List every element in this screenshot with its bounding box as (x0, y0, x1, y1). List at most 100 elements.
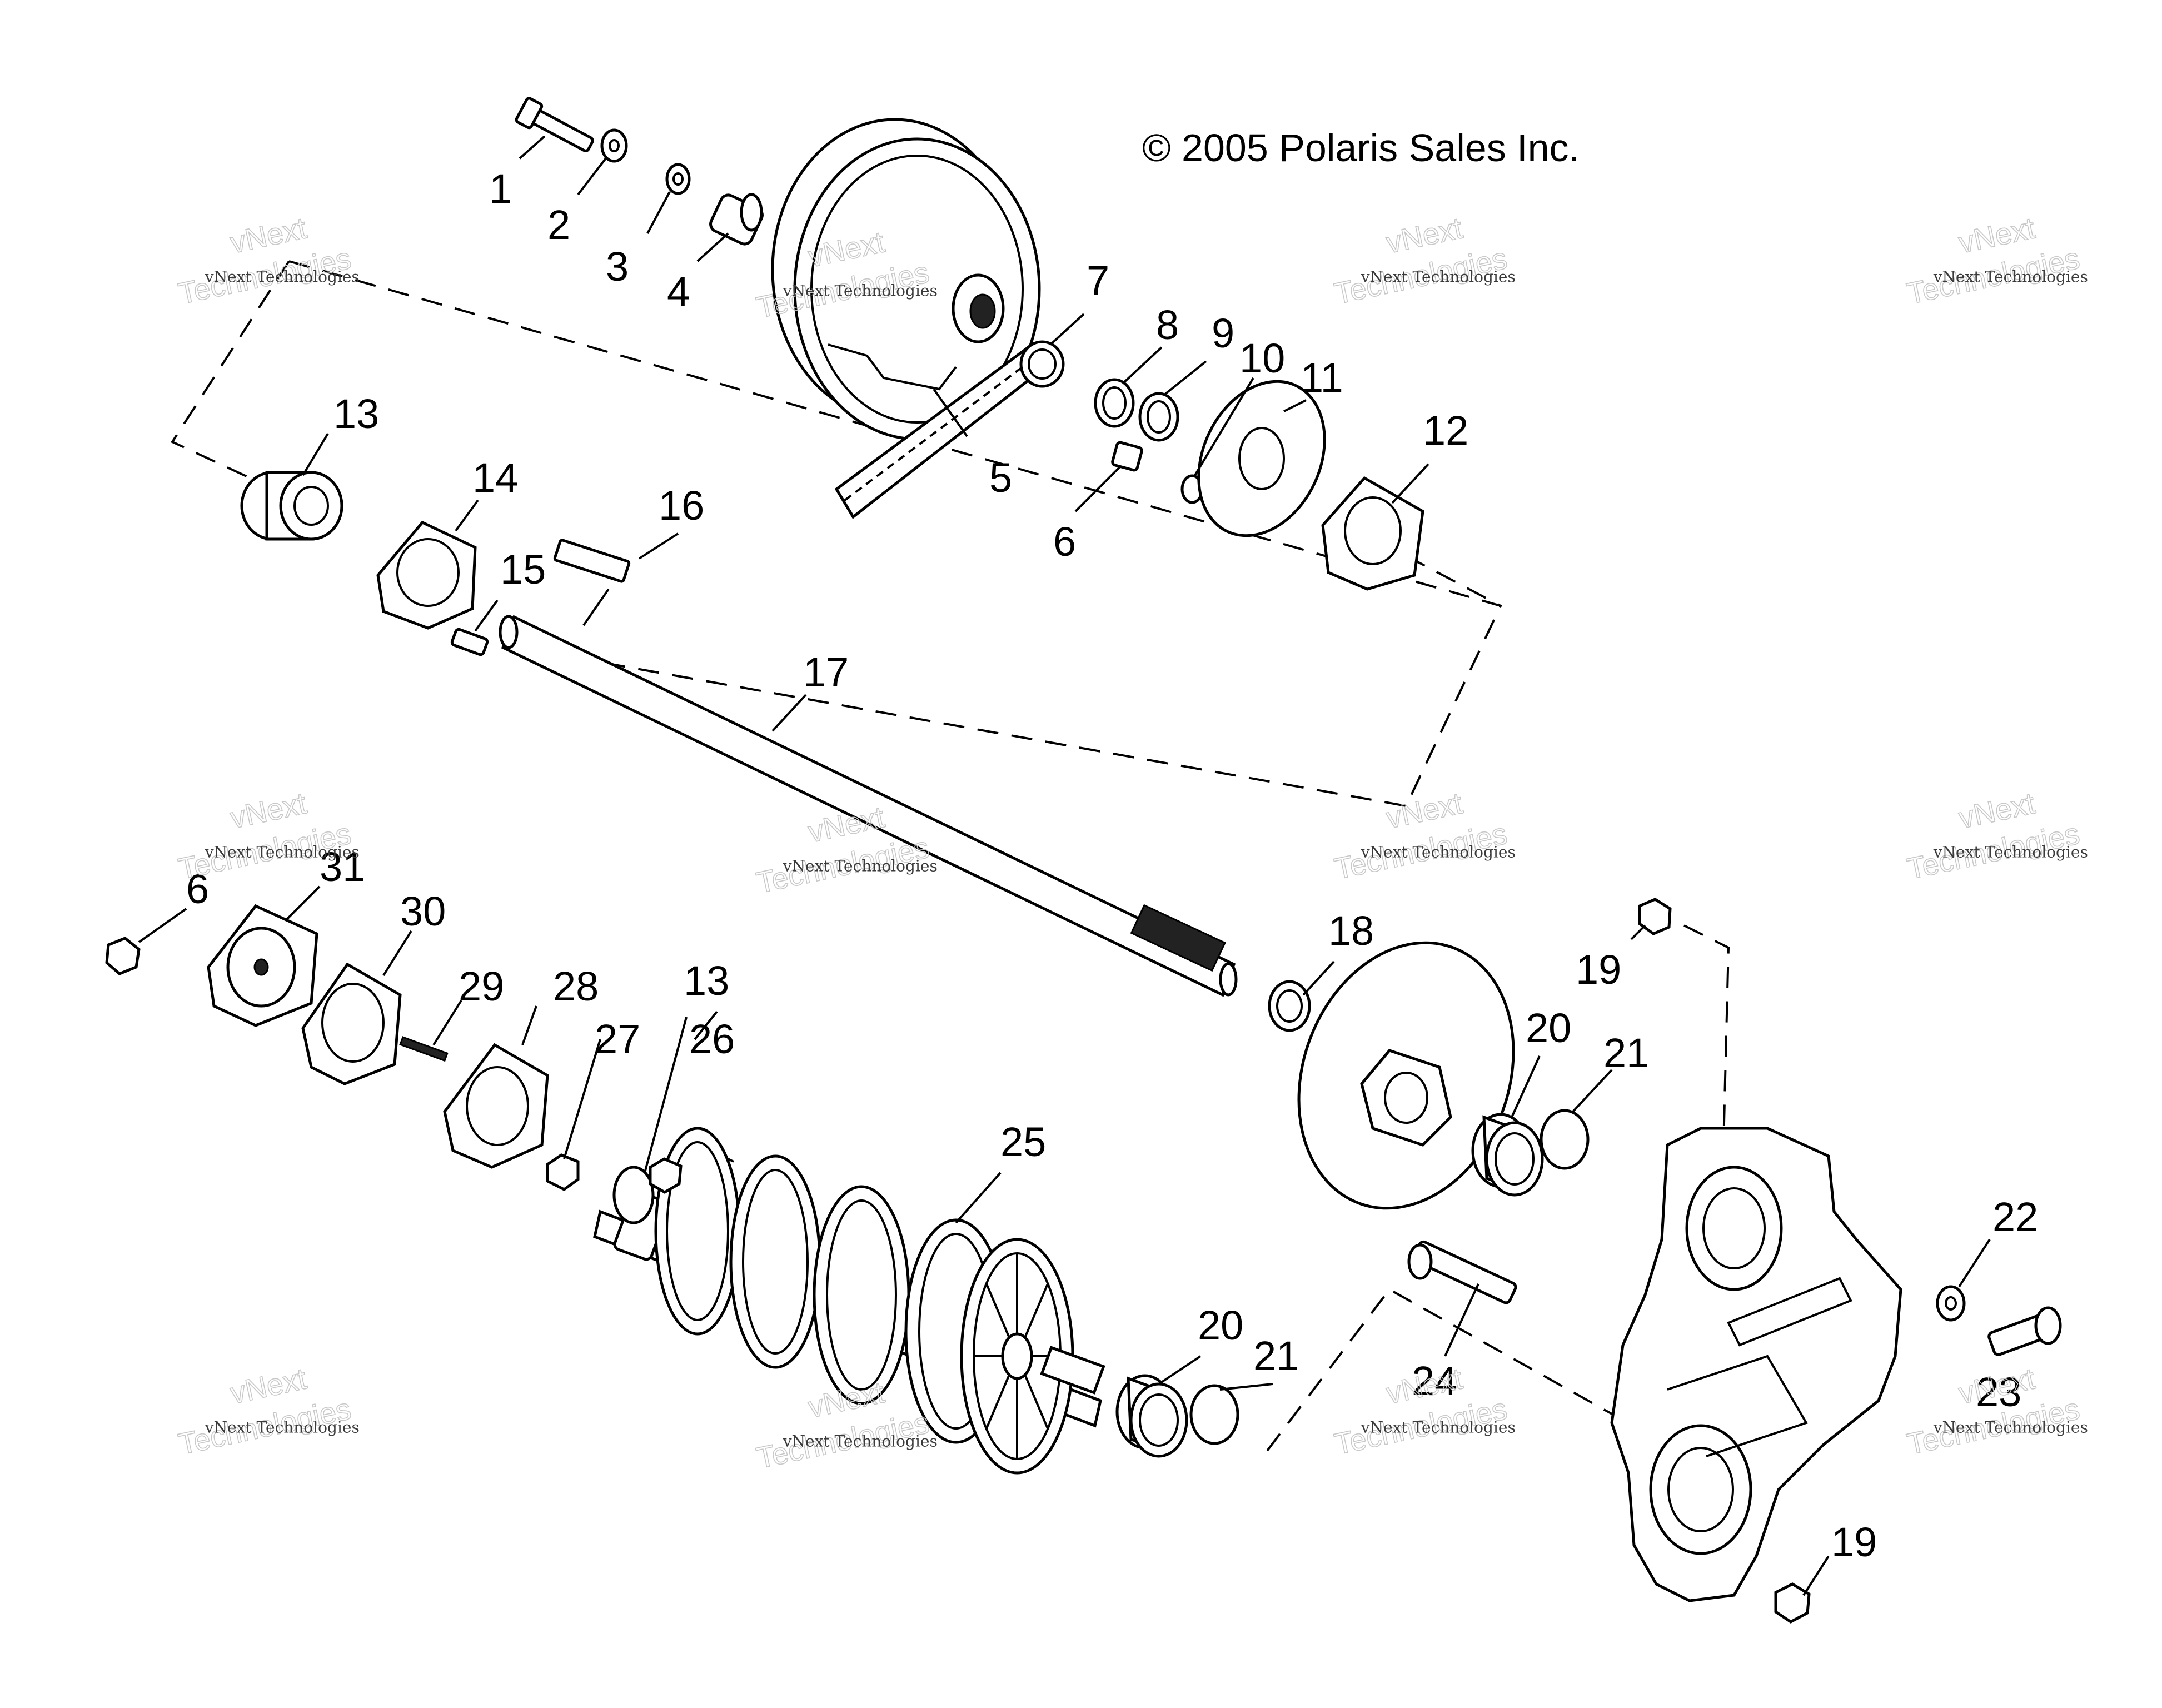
seal-ring-part-7[interactable] (1019, 340, 1065, 388)
drive-shaft-sprockets-part-25[interactable] (593, 1127, 1105, 1475)
bolt-part-15[interactable] (450, 628, 489, 656)
cap-part-21-lower[interactable] (1189, 1384, 1239, 1445)
callout-21-lower: 21 (1253, 1333, 1299, 1379)
callout-11: 11 (1301, 355, 1343, 401)
svg-text:vNext Technologies: vNext Technologies (783, 1432, 938, 1451)
callout-21-upper: 21 (1603, 1030, 1649, 1076)
callout-10: 10 (1239, 335, 1285, 381)
svg-text:vNext Technologies: vNext Technologies (205, 843, 360, 862)
washer-part-3[interactable] (665, 163, 691, 195)
pin-part-29[interactable] (399, 1036, 449, 1062)
callout-8: 8 (1156, 302, 1179, 348)
callout-16: 16 (659, 482, 704, 529)
callout-26: 26 (689, 1016, 735, 1062)
nut-part-19-lower[interactable] (1774, 1582, 1811, 1624)
bearing-flange-part-28[interactable] (443, 1043, 549, 1169)
nut-part-19-upper[interactable] (1638, 898, 1672, 935)
svg-text:vNext Technologies: vNext Technologies (1933, 843, 2088, 862)
callout-27: 27 (595, 1016, 640, 1062)
watermark-bottom-far-right: vNext Technologies vNext Technologies (1904, 1361, 2088, 1461)
washer-part-22[interactable] (1936, 1285, 1966, 1322)
callout-29: 29 (459, 963, 504, 1009)
plate-part-11[interactable] (1175, 361, 1349, 556)
bolt-part-1[interactable] (515, 97, 596, 157)
svg-text:vNext Technologies: vNext Technologies (1933, 268, 2088, 286)
callout-7: 7 (1087, 257, 1109, 303)
callout-18: 18 (1328, 908, 1374, 954)
svg-text:vNext Technologies: vNext Technologies (1361, 843, 1516, 862)
ring-part-8-inner (1102, 386, 1127, 420)
callout-3: 3 (606, 243, 629, 290)
callout-13-upper: 13 (333, 391, 379, 437)
watermark-bottom-left: vNext Technologies vNext Technologies (175, 1361, 360, 1461)
watermark-top-far-right: vNext Technologies vNext Technologies (1904, 211, 2088, 311)
washer-part-22-hole (1945, 1296, 1957, 1311)
svg-text:vNext Technologies: vNext Technologies (205, 268, 360, 286)
callout-20-upper: 20 (1526, 1005, 1571, 1051)
callout-30: 30 (400, 888, 446, 934)
watermark-bottom-right: vNext Technologies vNext Technologies (1331, 1361, 1516, 1461)
washer-part-3-hole (672, 172, 684, 186)
callout-19-lower: 19 (1831, 1519, 1877, 1565)
bolt-part-23[interactable] (1987, 1306, 2062, 1356)
callout-14: 14 (472, 455, 518, 501)
watermark-top-right: vNext Technologies vNext Technologies (1331, 211, 1516, 311)
brake-disc-part-18[interactable] (1263, 913, 1549, 1239)
shaft-part-17[interactable] (499, 615, 1238, 997)
callout-22: 22 (1992, 1194, 2038, 1240)
bearing-part-20-lower[interactable] (1115, 1374, 1188, 1458)
bearing-part-13-upper[interactable] (240, 471, 343, 541)
watermark-top-left: vNext Technologies vNext Technologies (175, 211, 360, 311)
leader-lines (138, 135, 1991, 1596)
callout-19-upper: 19 (1576, 947, 1621, 993)
nut-part-6-upper[interactable] (1111, 441, 1143, 472)
chaincase-housing[interactable] (1610, 1127, 1902, 1602)
ring-part-18[interactable] (1268, 980, 1311, 1032)
cap-part-21-upper[interactable] (1540, 1109, 1590, 1170)
callout-6-lower: 6 (186, 866, 209, 912)
callout-numbers: 1 2 3 4 5 6 7 8 9 10 11 12 13 14 15 16 1… (186, 166, 2038, 1565)
callout-2: 2 (547, 202, 570, 248)
svg-text:vNext Technologies: vNext Technologies (1361, 1418, 1516, 1437)
bearing-part-20-upper[interactable] (1471, 1113, 1544, 1197)
nut-part-6-lower[interactable] (105, 937, 141, 975)
callout-4: 4 (667, 268, 690, 315)
bolt-part-24[interactable] (1407, 1240, 1517, 1304)
callout-15: 15 (500, 546, 546, 592)
key-part-16[interactable] (553, 539, 631, 583)
drive-sprocket-part-5[interactable] (771, 118, 1041, 441)
callout-17: 17 (803, 649, 849, 695)
callout-25: 25 (1000, 1119, 1046, 1165)
callout-13-lower: 13 (684, 958, 729, 1004)
svg-text:vNext Technologies: vNext Technologies (1933, 1418, 2088, 1437)
bearing-flange-part-14[interactable] (376, 520, 477, 630)
callout-20-lower: 20 (1198, 1302, 1243, 1348)
callout-24: 24 (1412, 1358, 1457, 1404)
callout-12: 12 (1423, 407, 1468, 454)
svg-text:vNext Technologies: vNext Technologies (1361, 268, 1516, 286)
callout-9: 9 (1212, 310, 1234, 356)
ring-part-9-inner (1147, 400, 1171, 434)
nut-part-26[interactable] (649, 1157, 683, 1194)
callout-6-upper: 6 (1053, 519, 1076, 565)
svg-text:vNext Technologies: vNext Technologies (783, 857, 938, 875)
svg-text:vNext Technologies: vNext Technologies (783, 282, 938, 300)
ring-part-9[interactable] (1138, 392, 1179, 442)
bearing-flange-part-12[interactable] (1321, 476, 1424, 591)
callout-23: 23 (1976, 1369, 2021, 1415)
callout-1: 1 (489, 166, 512, 212)
seal-ring-part-7-inner (1028, 348, 1057, 380)
gasket-part-30[interactable] (301, 962, 402, 1085)
callout-5: 5 (989, 455, 1012, 501)
nut-part-27[interactable] (546, 1153, 580, 1191)
ring-part-8[interactable] (1094, 378, 1135, 428)
washer-part-2[interactable] (600, 128, 628, 163)
watermark-mid-far-right: vNext Technologies vNext Technologies (1904, 786, 2088, 886)
copyright-text: © 2005 Polaris Sales Inc. (1142, 126, 1580, 170)
callout-28: 28 (553, 963, 599, 1009)
bushing-part-4[interactable] (708, 192, 765, 246)
sprocket-part-13-lower[interactable] (612, 1166, 655, 1224)
bearing-cap-part-31[interactable] (207, 904, 318, 1027)
callout-31: 31 (320, 844, 365, 890)
